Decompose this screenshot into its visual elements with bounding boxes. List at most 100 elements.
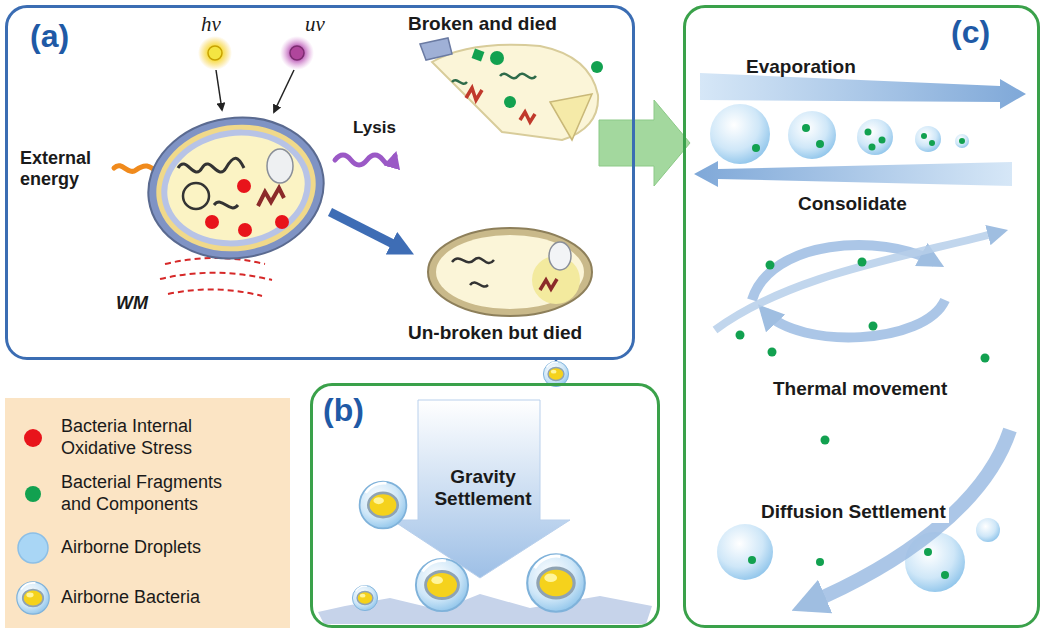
panel-box: (c)EvaporationConsolidateThermal movemen… — [683, 5, 1040, 628]
legend-label: Bacteria Internal Oxidative Stress — [61, 416, 251, 459]
airborne-bacterium — [360, 482, 407, 529]
cell-layer — [148, 114, 324, 261]
wave-arc — [160, 273, 272, 280]
legend-icon — [17, 582, 49, 614]
cell-membrane — [154, 120, 319, 256]
droplet — [788, 111, 836, 159]
fragment-dot — [490, 51, 504, 65]
fragment-dot — [981, 354, 990, 363]
fragment-dot — [768, 348, 777, 357]
fragment-dot — [816, 140, 824, 148]
flow-arrow — [599, 100, 690, 186]
droplet — [955, 134, 969, 148]
dna-strand — [452, 258, 494, 287]
legend-row: Bacteria Internal Oxidative Stress — [5, 414, 251, 462]
state-label: Broken and died — [408, 13, 557, 35]
energy-label: External energy — [20, 148, 120, 189]
dna-strand — [178, 158, 244, 172]
legend-swatch-frame — [13, 578, 61, 618]
dna-strand — [214, 202, 238, 208]
wave-arc — [168, 289, 262, 296]
organelle-fragment — [520, 112, 535, 122]
panel-label: (a) — [30, 18, 69, 55]
energy-label: uv — [305, 12, 325, 36]
uv-source — [290, 46, 304, 60]
organelle — [267, 149, 293, 183]
panel-label: (c) — [951, 14, 990, 51]
fragment-dot — [865, 129, 872, 136]
fragment-dot — [879, 137, 886, 144]
fragment-dot — [748, 556, 756, 564]
legend-swatch-frame — [13, 528, 61, 568]
legend-row: Airborne Droplets — [5, 524, 251, 572]
fragment-dot — [929, 140, 935, 146]
thermal-arrow — [715, 232, 1000, 330]
process-arrow — [330, 212, 405, 250]
lysis-arrow — [335, 155, 395, 165]
fragment-dot — [472, 49, 485, 62]
cell-wall — [139, 106, 333, 269]
oxidative-stress-dot — [237, 179, 251, 193]
fragment-dot — [821, 436, 830, 445]
dead-cytoplasm — [436, 235, 584, 309]
panel-box: (b) Gravity Settlement — [310, 383, 660, 628]
legend-label: Airborne Droplets — [61, 537, 251, 559]
organelle — [549, 242, 571, 270]
gravity-arrow — [392, 400, 570, 578]
organelle — [540, 279, 557, 290]
uv-glow — [280, 36, 314, 70]
fragment-dot — [802, 124, 810, 132]
cell-fragment — [550, 94, 592, 140]
fragment-dot — [924, 548, 932, 556]
process-label: Diffusion Settlement — [758, 501, 949, 523]
energy-label: hv — [201, 12, 221, 36]
light-glow — [198, 36, 232, 70]
energy-arrow — [274, 70, 294, 112]
panel-label: (b) — [323, 392, 364, 429]
evaporation-arrow — [700, 73, 1026, 109]
fragment-dot — [504, 96, 516, 108]
cell-fragment — [420, 38, 452, 60]
process-label: Gravity Settlement — [428, 466, 538, 510]
field-label: WM — [116, 293, 148, 314]
panel-box: (a) hv uvExternal energy Lysis Broken and di… — [5, 5, 635, 360]
legend-label: Airborne Bacteria — [61, 587, 251, 609]
legend-row: Airborne Bacteria — [5, 574, 251, 622]
cell-fragment — [432, 45, 598, 140]
wave-arc — [165, 258, 265, 264]
legend-label: Bacterial Fragments and Components — [61, 472, 251, 515]
droplet — [717, 524, 773, 580]
fragment-dot — [766, 261, 775, 270]
legend-swatch-frame — [13, 418, 61, 458]
fragment-dot — [921, 133, 927, 139]
thermal-arrow — [765, 300, 945, 337]
oxidative-stress-dot — [275, 215, 289, 229]
fragment-dot — [858, 258, 867, 267]
fragment-dot — [816, 558, 824, 566]
legend-swatch — [18, 533, 48, 563]
droplet — [915, 126, 941, 152]
fragment-dot — [736, 331, 745, 340]
organelle — [258, 188, 284, 206]
process-label: Lysis — [353, 118, 396, 138]
droplet — [710, 104, 770, 164]
fragment-dot — [591, 61, 603, 73]
plasmid — [183, 183, 209, 209]
state-label: Un-broken but died — [408, 322, 582, 344]
legend-swatch-frame — [13, 474, 61, 514]
legend-row: Bacterial Fragments and Components — [5, 470, 251, 518]
fragment-dot — [941, 571, 949, 579]
process-label: Consolidate — [798, 193, 907, 215]
airborne-bacterium — [527, 554, 585, 612]
fragment-dot — [869, 322, 878, 331]
dead-cell — [428, 228, 592, 316]
airborne-bacterium — [416, 559, 468, 611]
oxidative-stress-dot — [205, 215, 219, 229]
energy-arrow — [216, 70, 222, 110]
dna-fragment — [452, 80, 467, 83]
airborne-bacterium — [352, 585, 377, 610]
fragment-dot — [959, 138, 965, 144]
fragment-dot — [752, 144, 760, 152]
consolidate-arrow — [694, 161, 1012, 187]
legend-swatch — [25, 486, 41, 502]
